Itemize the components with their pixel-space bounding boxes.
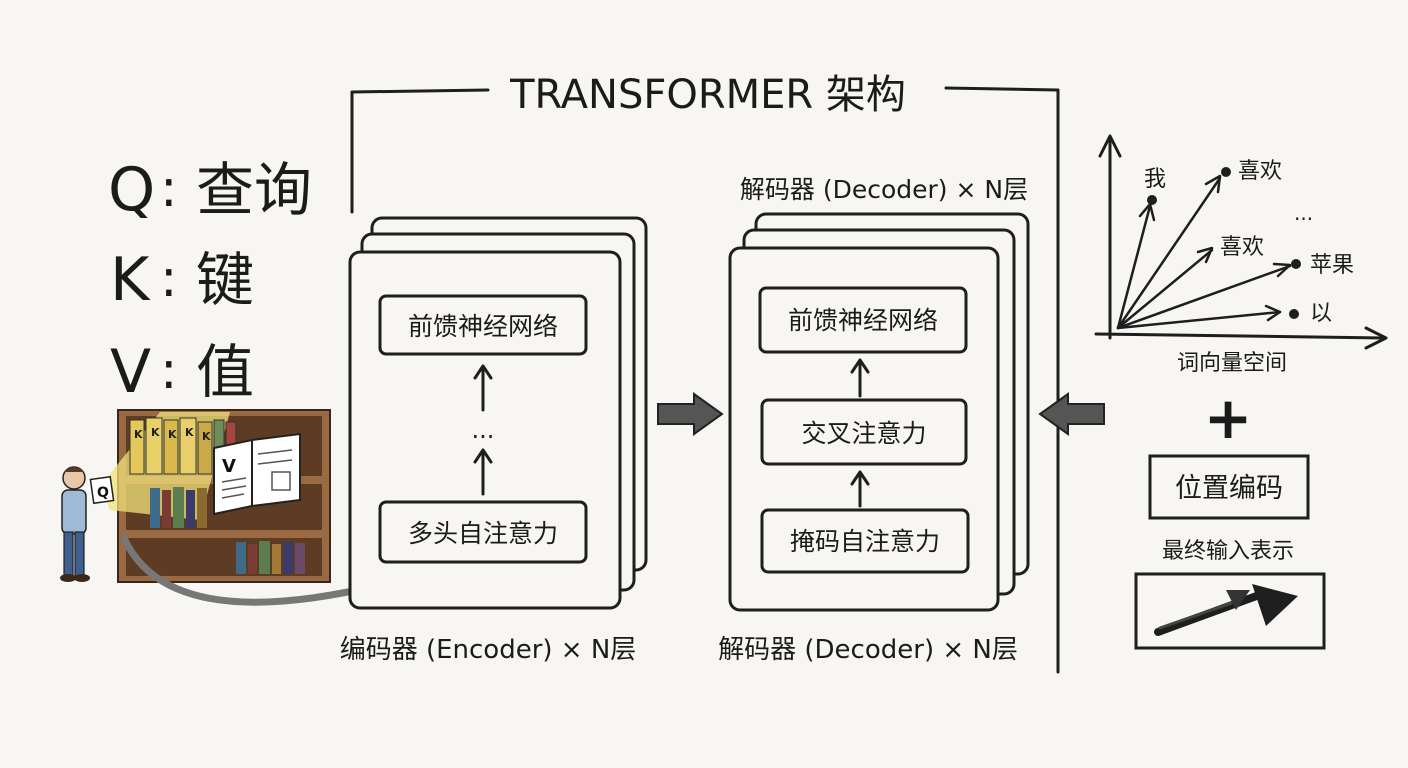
word-point	[1147, 195, 1157, 205]
qkv-legend: Q : 查询 K : 键 V : 值	[108, 155, 312, 407]
word-label: 以	[1310, 301, 1332, 326]
encoder-attention-label: 多头自注意力	[408, 519, 558, 548]
decoder-caption-top: 解码器 (Decoder) × N层	[740, 175, 1028, 204]
word-vector	[1116, 204, 1152, 330]
encoder-ellipsis: ...	[472, 416, 495, 444]
k-meaning: 键	[196, 246, 254, 314]
decoder-stack: 前馈神经网络 交叉注意力 掩码自注意力	[728, 212, 1030, 612]
library-illustration: K K K K K V Q	[60, 409, 331, 583]
decoder-masked-attention-box	[760, 508, 970, 574]
query-flow-arrow	[120, 534, 404, 606]
word-space-label: 词向量空间	[1177, 351, 1287, 376]
word-label: 喜欢	[1220, 235, 1264, 260]
decoder-ffn-label: 前馈神经网络	[788, 306, 938, 335]
v-colon: :	[160, 341, 178, 401]
encoder-to-decoder-arrow	[657, 392, 724, 436]
plus-sign: +	[1204, 384, 1253, 452]
q-colon: :	[160, 159, 178, 219]
word-label: 喜欢	[1238, 159, 1282, 184]
final-input-arrow	[1154, 590, 1266, 636]
k-key: K	[110, 245, 151, 315]
word-label: 我	[1144, 167, 1166, 192]
k-colon: :	[160, 249, 178, 309]
encoder-stack: 前馈神经网络 ... 多头自注意力	[348, 216, 648, 610]
spine-letter: K	[185, 426, 194, 439]
final-input-box	[1134, 572, 1326, 650]
word-vector	[1116, 248, 1214, 330]
open-book-right-page	[251, 432, 301, 508]
word-label: 苹果	[1310, 253, 1354, 278]
spine-letter: K	[168, 428, 177, 441]
encoder-ffn-box	[378, 294, 588, 356]
spine-letter: K	[151, 426, 160, 439]
decoder-cross-attention-box	[760, 398, 968, 466]
word-vector	[1116, 264, 1292, 330]
decoder-ffn-box	[758, 286, 968, 354]
word-label: ...	[1294, 201, 1313, 225]
word-vector	[1116, 176, 1222, 330]
title-frame-right	[944, 86, 1060, 674]
person-shirt	[61, 489, 87, 535]
book-letter: V	[222, 456, 236, 477]
positional-encoding-box	[1148, 454, 1310, 520]
decoder-caption-bottom: 解码器 (Decoder) × N层	[718, 635, 1018, 665]
spine-letter: K	[202, 430, 211, 443]
word-point	[1291, 259, 1301, 269]
spine-letter: K	[134, 428, 143, 441]
v-meaning: 值	[196, 338, 254, 406]
final-input-label: 最终输入表示	[1162, 539, 1294, 564]
input-to-decoder-arrow	[1038, 392, 1105, 436]
encoder-attention-box	[378, 500, 588, 564]
word-vector-space: 我 喜欢 ... 喜欢 苹果 以 词向量空间	[1094, 134, 1388, 376]
title-frame-left	[350, 88, 490, 214]
final-input-arrowhead	[1252, 584, 1298, 626]
word-point	[1289, 309, 1299, 319]
encoder-caption: 编码器 (Encoder) × N层	[340, 635, 637, 665]
word-point	[1221, 167, 1231, 177]
v-key: V	[110, 337, 151, 407]
query-card	[89, 475, 115, 505]
encoder-ffn-label: 前馈神经网络	[408, 312, 558, 341]
word-vector	[1116, 310, 1282, 330]
decoder-cross-attention-label: 交叉注意力	[801, 419, 926, 448]
q-key: Q	[108, 155, 155, 225]
open-book-left-page	[213, 438, 253, 516]
positional-encoding-label: 位置编码	[1175, 473, 1283, 504]
x-axis	[1094, 332, 1386, 340]
q-meaning: 查询	[196, 156, 312, 224]
decoder-masked-attention-label: 掩码自注意力	[790, 527, 940, 556]
card-letter: Q	[97, 485, 109, 501]
diagram-title: TRANSFORMER 架构	[509, 72, 906, 118]
